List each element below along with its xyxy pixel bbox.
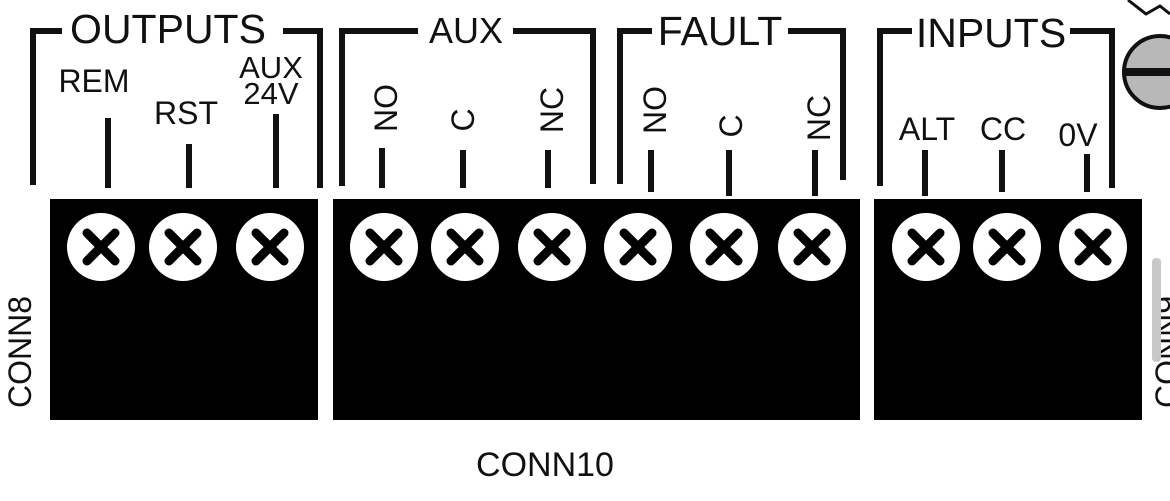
terminal-label-aux-no: NO [368, 84, 404, 132]
connector-label-conn10: CONN10 [476, 446, 614, 484]
aux-group [339, 28, 596, 186]
screw-terminal-icon[interactable] [518, 213, 586, 281]
aux-bracket [339, 28, 418, 186]
corner-outline [1127, 0, 1170, 16]
screw-terminal-icon[interactable] [1059, 213, 1127, 281]
screw-terminal-icon[interactable] [350, 213, 418, 281]
terminal-label-fault-nc: NC [801, 95, 837, 141]
connector-label-conn8: CONN8 [2, 296, 38, 408]
screw-terminal-icon[interactable] [149, 213, 217, 281]
aux-title: AUX [429, 10, 503, 51]
terminal-label-rst: RST [154, 95, 218, 131]
potentiometer-icon [1122, 34, 1170, 110]
inputs-bracket [1070, 28, 1115, 188]
fault-title: FAULT [658, 8, 783, 54]
outputs-group [30, 28, 323, 188]
screw-terminal-icon[interactable] [690, 213, 758, 281]
screw-terminal-icon[interactable] [236, 213, 304, 281]
terminal-label-aux-nc: NC [534, 87, 570, 133]
fault-group [617, 28, 846, 184]
outputs-bracket [30, 28, 62, 185]
inputs-title: INPUTS [916, 10, 1066, 56]
terminal-label-alt: ALT [899, 111, 955, 147]
side-tab [1152, 258, 1161, 362]
fault-bracket [788, 28, 846, 180]
terminal-label-fault-c: C [713, 114, 749, 137]
screw-terminal-icon[interactable] [973, 213, 1041, 281]
inputs-group [877, 28, 1115, 188]
terminal-label-aux: AUX [239, 50, 303, 85]
terminal-label-rem: REM [58, 63, 129, 99]
terminal-label-aux-c: C [445, 108, 481, 131]
inputs-bracket [877, 28, 912, 186]
terminal-label-24v: 24V [243, 76, 298, 111]
terminal-label-fault-no: NO [637, 86, 673, 134]
screw-terminal-icon[interactable] [778, 213, 846, 281]
terminal-block-conn10 [333, 199, 860, 420]
terminal-label-cc: CC [980, 111, 1026, 147]
leader-lines [105, 114, 1090, 196]
outputs-title: OUTPUTS [70, 6, 266, 52]
aux-bracket [513, 28, 596, 184]
screw-terminal-icon[interactable] [892, 213, 960, 281]
terminal-label-0v: 0V [1058, 117, 1098, 153]
screw-terminal-icon[interactable] [431, 213, 499, 281]
outputs-bracket [283, 28, 323, 188]
fault-bracket [617, 28, 652, 184]
screw-terminal-icon[interactable] [67, 213, 135, 281]
screw-terminal-icon[interactable] [604, 213, 672, 281]
